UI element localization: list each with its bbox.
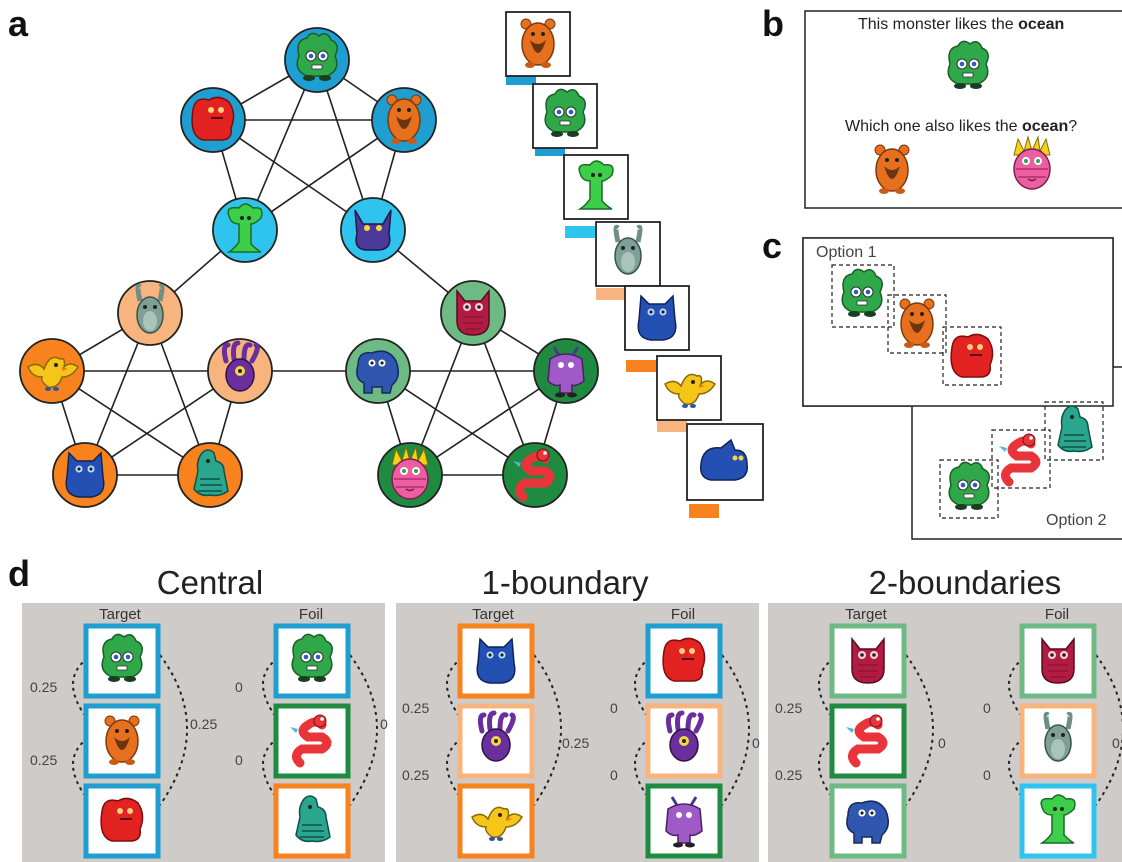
2-boundaries-target-weight-upper: 0.25 bbox=[775, 700, 803, 716]
2-boundaries-foil-weight-lower: 0 bbox=[983, 767, 991, 783]
panel-letter-d: d bbox=[8, 553, 30, 594]
central-foil-weight-lower: 0 bbox=[235, 752, 243, 768]
central-target-weight-upper: 0.25 bbox=[30, 679, 58, 695]
central-target-label: Target bbox=[99, 606, 141, 623]
group-title-1-boundary: 1-boundary bbox=[481, 564, 649, 601]
2-boundaries-foil-label: Foil bbox=[1044, 606, 1070, 623]
2-boundaries-target-weight-long: 0 bbox=[938, 735, 946, 751]
panel-b-prompt-line2: Which one also likes the ocean? bbox=[845, 118, 1077, 136]
prompt1-category: ocean bbox=[1018, 16, 1065, 33]
1-boundary-foil-label: Foil bbox=[670, 606, 696, 623]
panel-b-prompt-line1: This monster likes the ocean bbox=[858, 16, 1064, 34]
option-2-label: Option 2 bbox=[1046, 512, 1107, 529]
1-boundary-target-weight-long: 0.25 bbox=[562, 735, 590, 751]
central-foil-weight-upper: 0 bbox=[235, 679, 243, 695]
panel-letter-b: b bbox=[762, 3, 784, 44]
group-title-central: Central bbox=[156, 564, 264, 601]
prompt1-prefix: This monster likes the bbox=[858, 16, 1019, 33]
1-boundary-target-weight-upper: 0.25 bbox=[402, 700, 430, 716]
central-panel bbox=[22, 603, 385, 862]
prompt2-suffix: ? bbox=[1068, 118, 1078, 135]
1-boundary-panel bbox=[396, 603, 759, 862]
1-boundary-foil-weight-lower: 0 bbox=[610, 767, 618, 783]
2-boundaries-foil-weight-long: 0 bbox=[1112, 735, 1120, 751]
2-boundaries-panel bbox=[768, 603, 1122, 862]
panel-letter-a: a bbox=[8, 3, 29, 44]
prompt2-prefix: Which one also likes the bbox=[845, 118, 1022, 135]
panel-letter-c: c bbox=[762, 225, 783, 266]
2-boundaries-foil-weight-upper: 0 bbox=[983, 700, 991, 716]
1-boundary-target-weight-lower: 0.25 bbox=[402, 767, 430, 783]
1-boundary-target-label: Target bbox=[472, 606, 514, 623]
central-target-weight-lower: 0.25 bbox=[30, 752, 58, 768]
2-boundaries-target-weight-lower: 0.25 bbox=[775, 767, 803, 783]
central-target-weight-long: 0.25 bbox=[190, 716, 218, 732]
1-boundary-foil-weight-upper: 0 bbox=[610, 700, 618, 716]
prompt2-category: ocean bbox=[1021, 118, 1069, 135]
option-1-label: Option 1 bbox=[816, 244, 877, 261]
group-title-2-boundaries: 2-boundaries bbox=[868, 564, 1062, 601]
2-boundaries-target-label: Target bbox=[845, 606, 887, 623]
central-foil-weight-long: 0 bbox=[380, 716, 388, 732]
central-foil-label: Foil bbox=[298, 606, 324, 623]
1-boundary-foil-weight-long: 0 bbox=[752, 735, 760, 751]
